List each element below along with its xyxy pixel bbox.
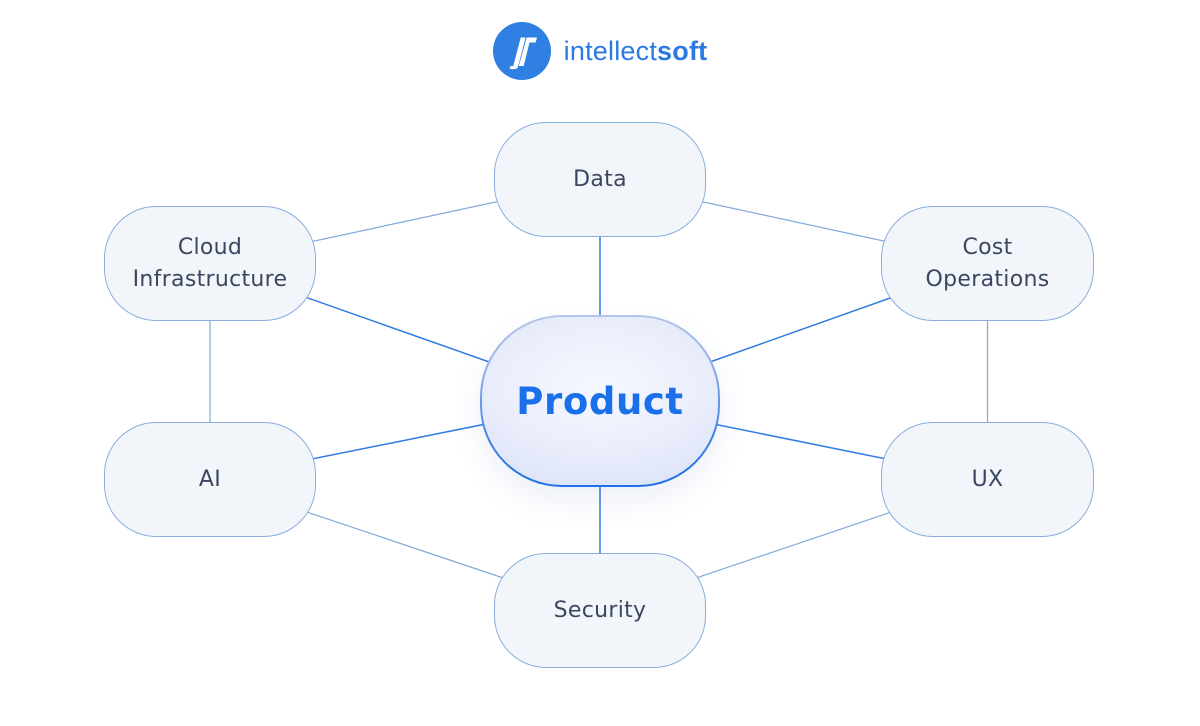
brand-header: intellectsoft	[0, 22, 1200, 80]
node-product-label: Product	[516, 379, 684, 423]
intellectsoft-logo-icon	[492, 22, 551, 80]
node-ai: AI	[104, 422, 316, 537]
node-data: Data	[494, 122, 706, 237]
node-cloud-label: Cloud Infrastructure	[132, 234, 288, 292]
node-cloud: Cloud Infrastructure	[104, 206, 316, 321]
node-security-label: Security	[553, 597, 647, 623]
brand-name-regular: intellect	[563, 35, 658, 66]
brand-name-bold: soft	[657, 35, 708, 66]
brand-name: intellectsoft	[564, 36, 708, 67]
node-security: Security	[494, 553, 706, 668]
node-ux-label: UX	[971, 466, 1004, 492]
node-ai-label: AI	[198, 466, 222, 492]
node-data-label: Data	[573, 166, 627, 192]
node-cost-label: Cost Operations	[925, 234, 1050, 292]
node-product: Product	[480, 315, 720, 487]
node-ux: UX	[881, 422, 1094, 537]
node-product-inner: Product	[482, 317, 718, 485]
node-cost: Cost Operations	[881, 206, 1094, 321]
